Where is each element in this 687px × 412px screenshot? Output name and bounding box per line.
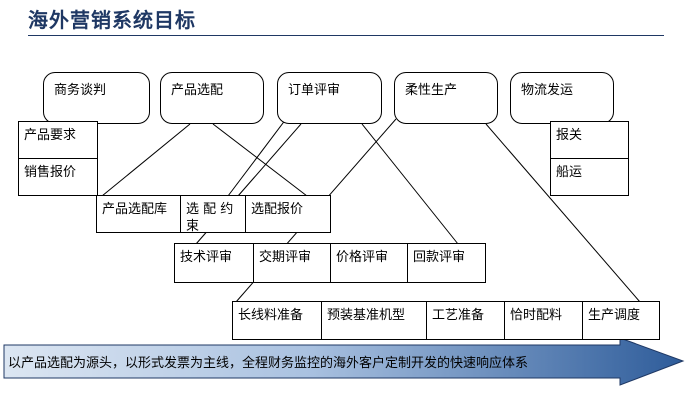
box-production-scheduling: 生产调度: [582, 301, 660, 340]
page-title: 海外营销系统目标: [28, 8, 196, 32]
box-payment-review: 回款评审: [407, 243, 486, 283]
box-preassembled-base-model: 预装基准机型: [321, 301, 427, 340]
box-sea-shipping: 船运: [550, 158, 629, 196]
box-technical-review: 技术评审: [174, 243, 254, 283]
stage-logistics-shipping: 物流发运: [510, 72, 614, 124]
box-sales-quote: 销售报价: [18, 158, 98, 196]
stage-flexible-production: 柔性生产: [394, 72, 498, 124]
connector-review-to-payment: [361, 123, 459, 245]
connector-select-to-library: [101, 123, 191, 197]
banner-arrow-shape: [3, 337, 685, 386]
stage-business-negotiation: 商务谈判: [43, 72, 150, 124]
connector-review-to-constraint: [227, 118, 287, 197]
box-product-requirements: 产品要求: [18, 121, 98, 159]
box-customs-declaration: 报关: [550, 121, 629, 159]
box-long-lead-material: 长线料准备: [232, 301, 322, 340]
box-selection-quote: 选配报价: [245, 195, 331, 233]
box-delivery-review: 交期评审: [253, 243, 331, 283]
banner-text: 以产品选配为源头，以形式发票为主线，全程财务监控的海外客户定制开发的快速响应体系: [8, 356, 529, 371]
stage-product-selection: 产品选配: [160, 72, 264, 124]
title-underline: [28, 35, 664, 36]
box-selection-constraint: 选 配 约束: [180, 195, 246, 233]
stage-order-review: 订单评审: [277, 72, 382, 124]
connector-production-to-schedule: [485, 123, 641, 303]
connector-select-to-quote: [212, 123, 308, 197]
box-selection-library: 产品选配库: [96, 195, 181, 233]
box-process-preparation: 工艺准备: [426, 301, 505, 340]
box-price-review: 价格评审: [330, 243, 408, 283]
box-just-in-time-kitting: 恰时配料: [504, 301, 583, 340]
